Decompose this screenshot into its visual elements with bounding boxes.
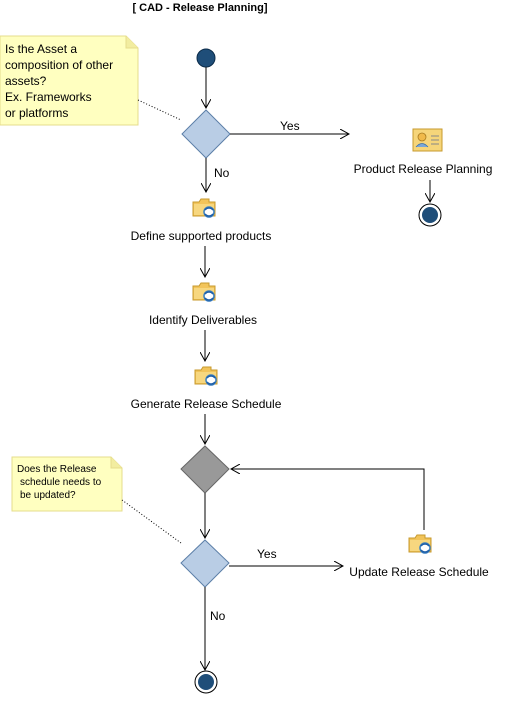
note1-line-2: composition of other [5,58,113,72]
subprocess-card-icon [412,128,443,152]
decision2-no-label: No [210,609,226,623]
decision1-yes-label: Yes [280,119,300,133]
final-node-product[interactable] [418,203,442,227]
note-release-schedule-update[interactable]: Does the Release schedule needs to be up… [11,456,123,512]
note1-line-4: Ex. Frameworks [5,90,92,104]
diagram-title: [ CAD - Release Planning] [132,2,267,14]
decision1-no-label: No [214,166,230,180]
final-node[interactable] [194,670,218,694]
note-asset-composition[interactable]: Is the Asset a composition of other asse… [0,35,139,126]
activity-update-release-schedule[interactable]: Update Release Schedule [349,534,489,579]
activity-label-identify-deliverables: Identify Deliverables [149,313,257,327]
decision2-yes-label: Yes [257,547,277,561]
note1-line-5: or platforms [5,106,68,120]
activity-folder-refresh-icon [408,534,432,554]
note1-line-1: Is the Asset a [5,42,77,56]
initial-node[interactable] [196,48,216,68]
note1-connector [137,99,182,121]
activity-define-supported-products[interactable]: Define supported products [131,198,272,243]
activity-label-update-release-schedule: Update Release Schedule [349,565,489,579]
decision-asset-composition[interactable] [181,109,231,159]
activity-generate-release-schedule[interactable]: Generate Release Schedule [131,366,282,411]
note2-line-1: Does the Release [17,464,97,475]
activity-label-product-release-planning: Product Release Planning [354,162,493,176]
note2-connector [121,499,182,544]
activity-folder-refresh-icon [194,366,218,386]
decision-release-update[interactable] [180,539,230,588]
activity-product-release-planning[interactable]: Product Release Planning [354,128,493,176]
activity-folder-refresh-icon [192,282,216,302]
note1-line-3: assets? [5,74,47,88]
note2-line-2: schedule needs to [20,477,102,488]
activity-identify-deliverables[interactable]: Identify Deliverables [149,282,257,327]
edge-update-to-merge [231,469,425,530]
activity-label-define-supported-products: Define supported products [131,229,272,243]
merge-node[interactable] [180,445,230,494]
note2-line-3: be updated? [20,490,76,501]
activity-label-generate-release-schedule: Generate Release Schedule [131,397,282,411]
activity-folder-refresh-icon [192,198,216,218]
